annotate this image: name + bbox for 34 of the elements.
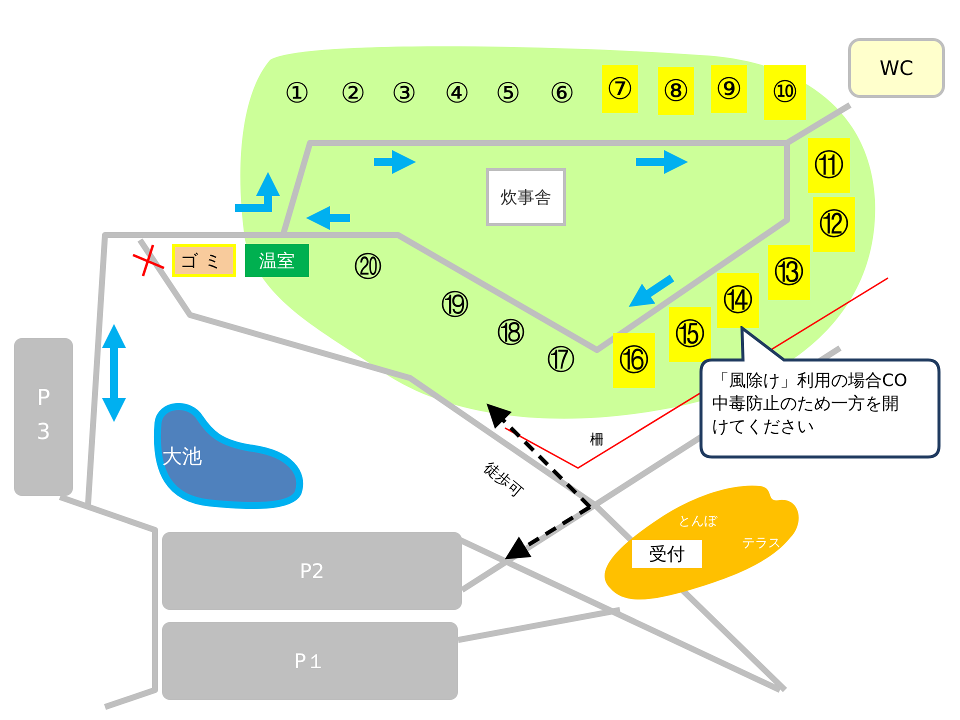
site-number: ⑯ — [613, 333, 655, 388]
pond-label: 大池 — [162, 443, 202, 470]
site-number: ⑥ — [549, 76, 575, 110]
reception-desk: 受付 — [632, 540, 702, 568]
site-number: ⑧ — [658, 67, 694, 115]
parking-lot: P 3 — [14, 338, 73, 496]
parking-lot: P2 — [162, 532, 462, 610]
area-label: とんぼ — [678, 513, 717, 530]
site-number: ⑳ — [354, 249, 382, 285]
callout-text: 「風除け」利用の場合CO中毒防止のため一方を開けてください — [712, 370, 908, 439]
site-number: ① — [284, 76, 310, 110]
site-number: ④ — [444, 76, 470, 110]
site-number: ⑪ — [808, 138, 850, 193]
site-number: ⑤ — [495, 76, 521, 110]
site-number: ③ — [391, 76, 417, 110]
greenhouse: 温室 — [245, 244, 309, 277]
fence-label: 柵 — [590, 431, 604, 449]
site-number: ⑨ — [711, 65, 747, 113]
area-label: テラス — [742, 535, 781, 552]
site-number: ⑦ — [602, 65, 638, 113]
garbage-point: ゴミ — [172, 244, 236, 277]
site-number: ② — [340, 76, 366, 110]
site-number: ⑬ — [768, 245, 810, 300]
site-number: ⑰ — [547, 342, 575, 378]
walking-permitted-label: 徒歩可 — [480, 458, 526, 502]
parking-lot: P１ — [162, 622, 458, 700]
site-number: ⑮ — [669, 307, 711, 362]
cooking-building: 炊事舎 — [486, 168, 566, 226]
toilet-building: WC — [848, 38, 945, 98]
site-number: ⑱ — [497, 315, 525, 351]
site-number: ⑩ — [764, 65, 806, 120]
site-number: ⑲ — [441, 287, 469, 323]
site-number: ⑭ — [717, 273, 759, 328]
site-number: ⑫ — [813, 197, 855, 252]
